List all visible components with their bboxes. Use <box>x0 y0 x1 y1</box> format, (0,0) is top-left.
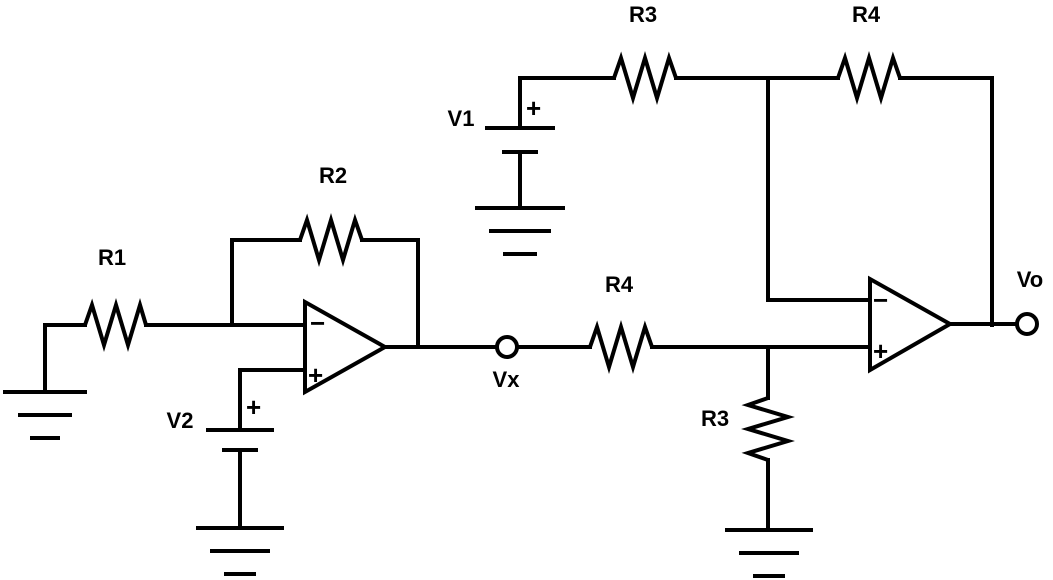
opamp2-noninverting-sign: + <box>873 336 888 366</box>
label-vo: Vo <box>1017 267 1043 292</box>
label-vx: Vx <box>493 367 521 392</box>
opamp-2: − + <box>868 275 955 374</box>
ground-symbol-r3 <box>725 528 813 578</box>
resistor-r2 <box>230 213 420 349</box>
label-r3-top: R3 <box>629 2 657 27</box>
label-r3-bottom: R3 <box>701 406 729 431</box>
v2-plus-sign: + <box>246 392 261 422</box>
opamp1-noninverting-sign: + <box>308 360 323 390</box>
label-r4-mid: R4 <box>605 272 634 297</box>
node-vx <box>495 335 519 359</box>
opamp1-inverting-sign: − <box>310 308 325 338</box>
ground-symbol-left <box>3 323 87 440</box>
resistor-r3-top <box>518 51 840 105</box>
ground-symbol-v1 <box>475 206 565 256</box>
opamp2-inverting-sign: − <box>873 285 888 315</box>
label-v1: V1 <box>448 106 475 131</box>
label-v2: V2 <box>167 408 194 433</box>
resistor-r4-mid <box>515 320 872 374</box>
resistor-r3-bottom <box>741 345 795 532</box>
voltage-source-v1: + <box>485 76 555 208</box>
label-r4-top: R4 <box>852 2 881 27</box>
resistor-r1 <box>43 298 307 352</box>
resistor-r4-top <box>836 51 994 327</box>
label-r2: R2 <box>319 163 347 188</box>
ground-symbol-v2 <box>196 526 284 576</box>
label-r1: R1 <box>98 245 126 270</box>
v1-plus-sign: + <box>526 93 541 123</box>
node-vo <box>1015 312 1039 336</box>
wire-inverting-input <box>766 76 872 302</box>
voltage-source-v2: + <box>206 368 307 530</box>
opamp-1: − + <box>303 298 390 396</box>
